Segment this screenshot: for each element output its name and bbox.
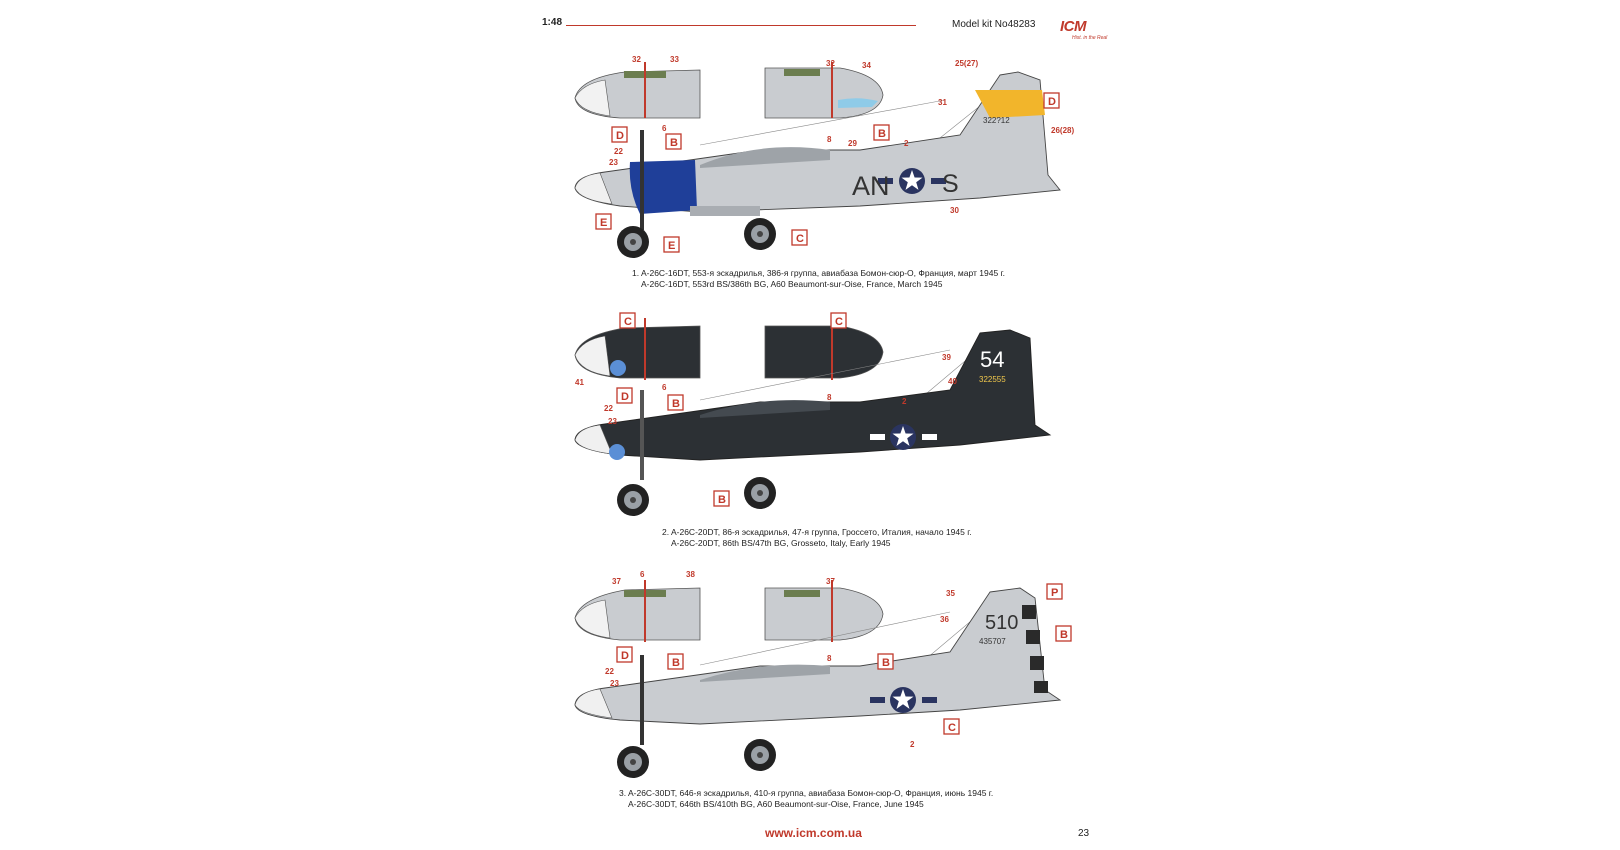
marker-box: B [672,657,680,669]
callout: 23 [609,158,618,167]
callout: 6 [662,383,667,392]
callout: 39 [942,353,951,362]
callout: 2 [902,397,907,406]
serial-3: 435707 [979,637,1006,646]
aircraft-1: AN S 322?12 [574,71,1061,258]
marker-box: E [600,217,607,229]
callout: 8 [827,393,832,402]
callout: 35 [946,589,955,598]
marker-box: D [621,650,629,662]
nose-detail-3b [764,580,884,642]
nose-detail-3a [574,580,701,642]
nose-detail-2a [574,318,701,380]
caption-1: 1. A-26C-16DT, 553-я эскадрилья, 386-я г… [632,268,1005,290]
callout: 33 [670,55,679,64]
marker-box: C [948,722,956,734]
callout: 32 [632,55,641,64]
callout: 30 [950,206,959,215]
logo-text: ICM [1060,18,1087,35]
scale-label: 1:48 [542,17,563,28]
tail-code-2: 54 [980,347,1004,372]
kit-number: Model kit No48283 [952,19,1036,30]
callout: 38 [686,570,695,579]
callout: 22 [605,667,614,676]
marker-box: E [668,240,675,252]
marker-box: C [624,316,632,328]
nose-detail-1a [574,62,701,119]
caption-3: 3. A-26C-30DT, 646-я эскадрилья, 410-я г… [619,788,993,810]
serial-2: 322555 [979,375,1006,384]
icm-logo: ICM Hist. in the Real [1060,18,1120,46]
callout: 6 [662,124,667,133]
marker-box: B [672,398,680,410]
logo-tagline: Hist. in the Real [1072,35,1108,41]
header-rule [566,25,916,26]
callout: 8 [827,135,832,144]
caption-3-ru: 3. A-26C-30DT, 646-я эскадрилья, 410-я г… [619,788,994,798]
callout: 36 [940,615,949,624]
caption-1-ru: 1. A-26C-16DT, 553-я эскадрилья, 386-я г… [632,268,1005,278]
profile-2: 54 322555 41 6 8 39 40 22 23 2 C C D B [574,312,1052,516]
tail-code-3: 510 [985,612,1018,634]
marker-box: D [1048,96,1056,108]
marker-box: B [718,494,726,506]
marker-box: B [1060,629,1068,641]
code-right-1: S [942,170,959,198]
callout: 2 [910,740,915,749]
marker-box: B [882,657,890,669]
caption-1-en: A-26C-16DT, 553rd BS/386th BG, A60 Beaum… [641,279,943,289]
callout: 22 [614,147,623,156]
caption-2: 2. A-26C-20DT, 86-я эскадрилья, 47-я гру… [662,527,972,549]
callout: 25(27) [955,59,978,68]
nose-detail-2b [764,318,884,380]
code-left-1: AN [852,171,890,201]
caption-2-ru: 2. A-26C-20DT, 86-я эскадрилья, 47-я гру… [662,527,972,537]
callout: 8 [827,654,832,663]
profile-1: AN S 322?12 32 33 6 32 34 8 25(27) 31 26… [574,55,1074,258]
marker-box: B [878,128,886,140]
callout: 23 [610,679,619,688]
callout: 37 [826,577,835,586]
callout: 2 [904,139,909,148]
marker-box: B [670,137,678,149]
page-number: 23 [1078,828,1090,839]
callout: 40 [948,377,957,386]
callout: 23 [608,417,617,426]
nose-detail-1b [764,62,884,119]
callout: 6 [640,570,645,579]
website-link[interactable]: www.icm.com.ua [765,826,862,840]
callout: 31 [938,98,947,107]
marker-box: D [621,391,629,403]
marker-box: C [835,316,843,328]
profile-3: 510 435707 37 6 38 37 8 35 36 22 23 2 P … [574,570,1072,778]
callout: 22 [604,404,613,413]
caption-2-en: A-26C-20DT, 86th BS/47th BG, Grosseto, I… [671,538,891,548]
callout: 32 [826,59,835,68]
callout: 34 [862,61,871,70]
marker-box: C [796,233,804,245]
aircraft-3: 510 435707 [574,587,1062,778]
serial-1: 322?12 [983,116,1010,125]
callout: 29 [848,139,857,148]
marker-box: D [616,130,624,142]
callout: 26(28) [1051,126,1074,135]
marker-box: P [1051,587,1058,599]
aircraft-2: 54 322555 [574,329,1052,516]
caption-3-en: A-26C-30DT, 646th BS/410th BG, A60 Beaum… [628,799,924,809]
callout: 41 [575,378,584,387]
callout: 37 [612,577,621,586]
